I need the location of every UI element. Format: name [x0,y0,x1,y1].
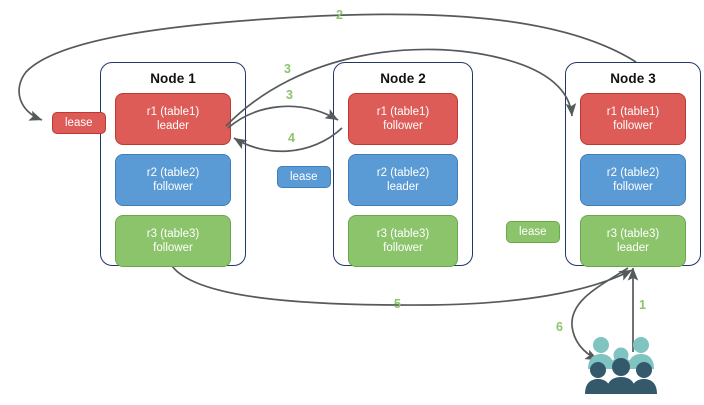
arrow-label-3-long: 3 [284,62,291,76]
replica-role: follower [613,181,653,193]
replica-node2-r2[interactable]: r2 (table2) leader [348,154,458,206]
arrow-label-3-short: 3 [286,88,293,102]
node-container-3: Node 3 r1 (table1) follower r2 (table2) … [565,62,701,267]
replica-node1-r3[interactable]: r3 (table3) follower [115,215,231,267]
lease-badge-table1[interactable]: lease [52,112,106,134]
lease-label: lease [290,171,318,183]
replica-role: follower [613,120,653,132]
lease-label: lease [519,226,547,238]
replica-name: r1 (table1) [606,105,660,118]
arrow-3-short [227,105,339,129]
replica-role: leader [387,181,419,193]
node-title-1: Node 1 [150,71,196,86]
replica-role: follower [153,181,193,193]
node-container-2: Node 2 r1 (table1) follower r2 (table2) … [333,62,473,267]
replica-role: leader [157,120,189,132]
replica-role: follower [153,242,193,254]
replica-name: r1 (table1) [146,105,200,118]
arrow-label-4: 4 [288,131,295,145]
replica-name: r3 (table3) [146,227,200,240]
arrow-5 [171,265,633,306]
replica-role: follower [383,242,423,254]
arrow-label-2: 2 [336,8,343,22]
arrow-6 [571,267,629,361]
arrow-label-5: 5 [394,297,401,311]
replica-node2-r3[interactable]: r3 (table3) follower [348,215,458,267]
arrow-label-6: 6 [556,320,563,334]
replica-node3-r2[interactable]: r2 (table2) follower [580,154,686,206]
node-title-2: Node 2 [380,71,426,86]
lease-badge-table2[interactable]: lease [277,166,331,188]
replica-name: r3 (table3) [606,227,660,240]
arrow-3-long [225,48,577,127]
replica-name: r2 (table2) [146,166,200,179]
replica-name: r1 (table1) [376,105,430,118]
arrow-label-1: 1 [639,298,646,312]
replica-node2-r1[interactable]: r1 (table1) follower [348,93,458,145]
replica-node1-r1[interactable]: r1 (table1) leader [115,93,231,145]
replica-role: leader [617,242,649,254]
replica-name: r2 (table2) [376,166,430,179]
node-container-1: Node 1 r1 (table1) leader r2 (table2) fo… [100,62,246,267]
lease-label: lease [65,117,93,129]
replica-node1-r2[interactable]: r2 (table2) follower [115,154,231,206]
users-front-row [585,358,657,394]
replica-node3-r3[interactable]: r3 (table3) leader [580,215,686,267]
arrow-4 [233,127,343,153]
node-title-3: Node 3 [610,71,656,86]
replica-node3-r1[interactable]: r1 (table1) follower [580,93,686,145]
replica-role: follower [383,120,423,132]
replica-name: r2 (table2) [606,166,660,179]
arrow-2 [18,13,637,121]
lease-badge-table3[interactable]: lease [506,221,560,243]
replica-name: r3 (table3) [376,227,430,240]
